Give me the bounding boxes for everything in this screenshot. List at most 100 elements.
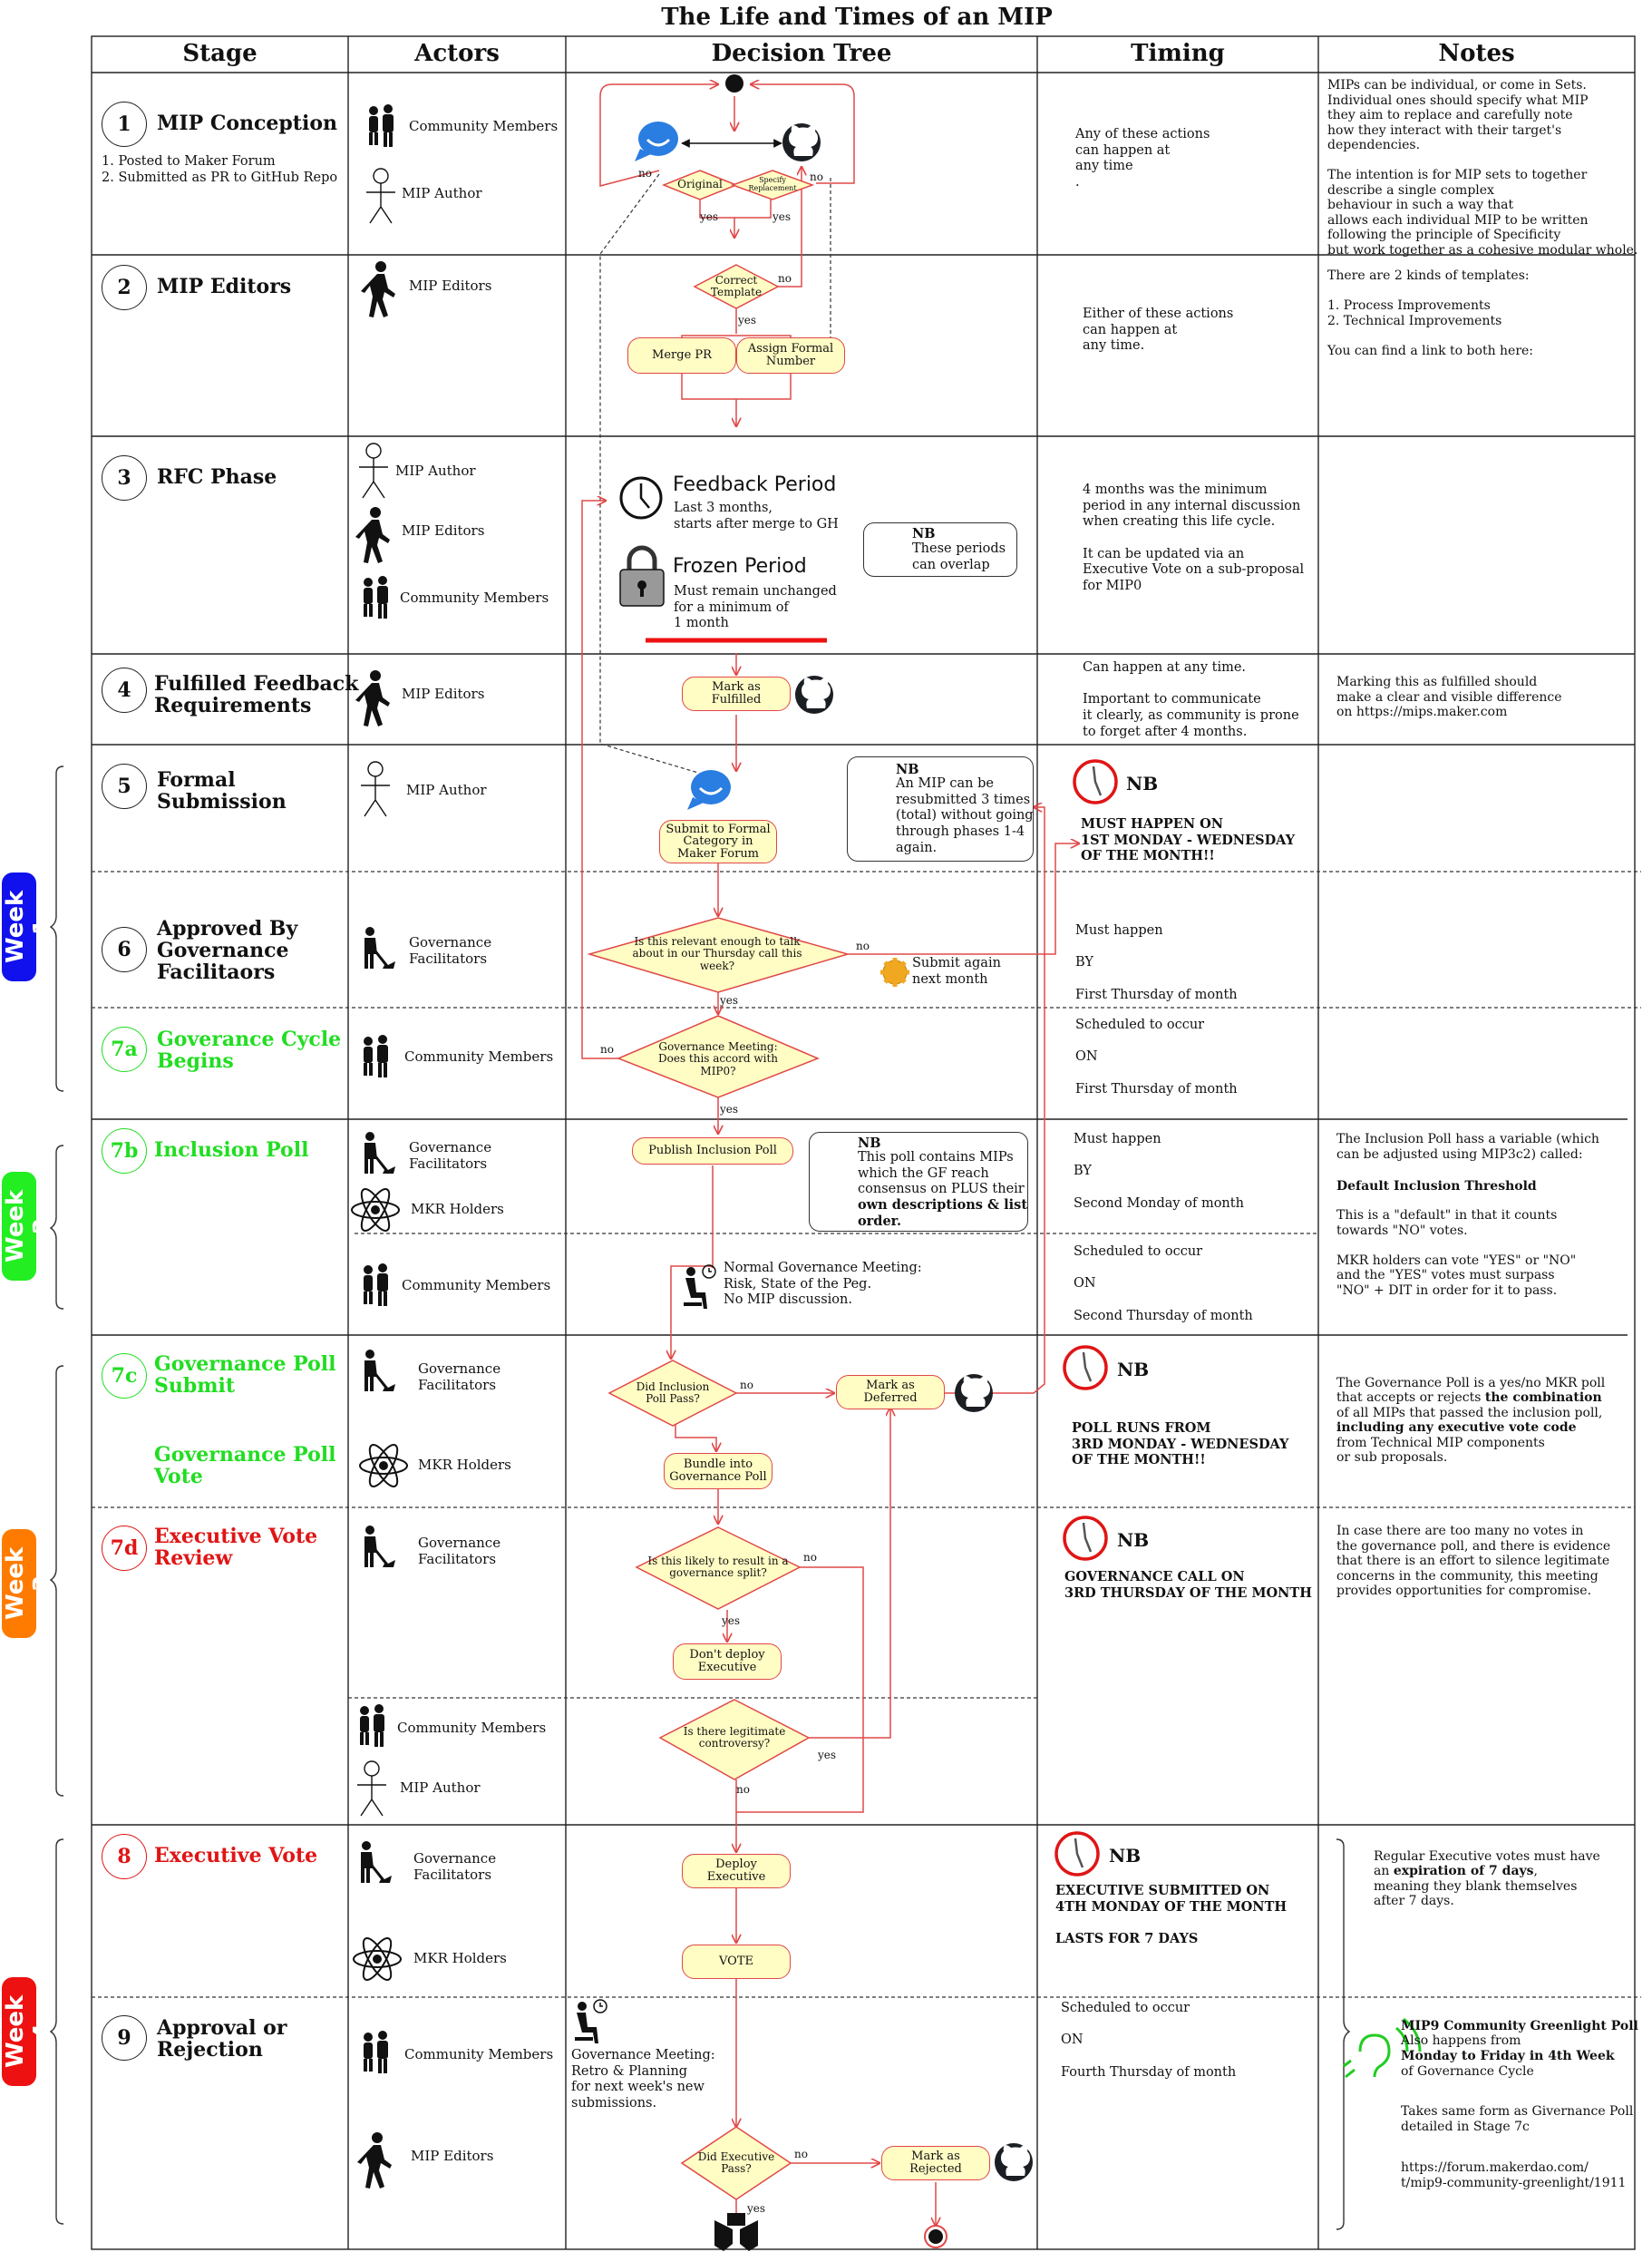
actor-mip-editors: MIP Editors <box>402 686 485 702</box>
yes-label: yes <box>720 994 739 1007</box>
timing-nb: NB <box>1109 1845 1142 1867</box>
timing-text: Scheduled to occur ON Second Thursday of… <box>1074 1244 1253 1323</box>
original-label: Original <box>677 178 723 191</box>
header-timing: Timing <box>1131 40 1225 67</box>
stage-number: 5 <box>102 764 147 809</box>
relevance-label: Is this relevant enough to talk about in… <box>632 935 802 972</box>
stage-number: 1 <box>102 102 147 147</box>
actor-mkr-holders: MKR Holders <box>413 1950 507 1966</box>
frozen-period-title: Frozen Period <box>673 555 807 578</box>
week-2-label: Week 2 <box>2 1172 56 1281</box>
community-icon <box>360 104 394 2073</box>
stage-number: 4 <box>102 668 147 713</box>
actor-facilitators: Governance Facilitators <box>418 1535 501 1568</box>
bundle-node: Bundle into Governance Poll <box>664 1453 773 1489</box>
stage-number: 2 <box>102 265 147 310</box>
stage-number: 7b <box>102 1128 147 1174</box>
no-label: no <box>740 1379 753 1391</box>
actor-community-members: Community Members <box>397 1720 547 1736</box>
header-actors: Actors <box>414 40 500 67</box>
notes-span: from Technical MIP components or sub pro… <box>1336 1435 1545 1466</box>
stage-title: Goverance Cycle Begins <box>157 1028 342 1074</box>
meeting-icon <box>575 1264 716 2043</box>
stage-detail: 1. Posted to Maker Forum 2. Submitted as… <box>102 154 338 185</box>
deploy-node: Deploy Executive <box>682 1854 791 1888</box>
notes-text: This is a "default" in that it counts to… <box>1336 1208 1577 1298</box>
notes-text: MIPs can be individual, or come in Sets.… <box>1327 78 1638 258</box>
feedback-period-text: Last 3 months, starts after merge to GH <box>674 501 839 531</box>
actor-community-members: Community Members <box>404 1048 554 1065</box>
exec-pass-label: Did Executive Pass? <box>697 2150 775 2175</box>
vote-node: VOTE <box>682 1945 791 1979</box>
actor-community-members: Community Members <box>400 590 549 606</box>
notes-bold: including any executive vote code <box>1336 1420 1577 1436</box>
dotted-dividers <box>92 173 1641 1998</box>
notes-text: Also happens from <box>1401 2033 1521 2048</box>
actor-facilitators: Governance Facilitators <box>409 1139 492 1173</box>
no-label: no <box>794 2148 808 2160</box>
clock-icon <box>619 476 663 520</box>
flow-lines <box>581 84 1079 2226</box>
header-stage: Stage <box>182 40 258 67</box>
stick-figure-icon <box>357 168 395 1817</box>
timing-text: Must happen BY First Thursday of month <box>1075 923 1238 1002</box>
no-label: no <box>778 272 792 285</box>
notes-bold: Default Inclusion Threshold <box>1336 1179 1537 1194</box>
merge-pr-node: Merge PR <box>627 337 736 374</box>
notes-bold: MIP9 Community Greenlight Poll <box>1401 2019 1638 2033</box>
stage-title: MIP Editors <box>157 275 292 298</box>
stage-title: MIP Conception <box>157 112 337 135</box>
assign-number-node: Assign Formal Number <box>736 337 845 374</box>
submit-formal-node: Submit to Formal Category in Maker Forum <box>659 820 777 863</box>
poll-nb-bold: own descriptions & list order. <box>858 1197 1028 1229</box>
mark-deferred-node: Mark as Deferred <box>836 1375 945 1409</box>
stage-number: 7c <box>102 1353 147 1399</box>
lock-icon <box>619 545 665 607</box>
controversy-label: Is there legitimate controversy? <box>683 1724 786 1750</box>
notes-bold: expiration of 7 days <box>1393 1864 1534 1879</box>
exec-pass-diamond <box>680 2126 792 2200</box>
actor-mip-author: MIP Author <box>402 185 482 201</box>
timing-text: Either of these actions can happen at an… <box>1083 307 1234 354</box>
stage-number: 6 <box>102 927 147 972</box>
actor-community-members: Community Members <box>402 1277 551 1293</box>
timing-text: MUST HAPPEN ON 1ST MONDAY - WEDNESDAY OF… <box>1081 816 1296 864</box>
nb-label: NB <box>896 762 919 777</box>
nb-label: NB <box>912 526 936 541</box>
frozen-period-text: Must remain unchanged for a minimum of 1… <box>674 584 837 631</box>
actor-mip-editors: MIP Editors <box>411 2148 494 2164</box>
mkr-atom-icon <box>351 1188 408 1981</box>
timing-text: 4 months was the minimum period in any i… <box>1083 483 1305 594</box>
notes-text: https://forum.makerdao.com/ t/mip9-commu… <box>1401 2160 1627 2190</box>
notes-text: of Governance Cycle <box>1401 2064 1534 2079</box>
resubmit-text: An MIP can be resubmitted 3 times (total… <box>896 776 1034 855</box>
no-label: no <box>803 1551 817 1564</box>
actor-mip-author: MIP Author <box>400 1779 481 1796</box>
notes-text: Takes same form as Givernance Poll detai… <box>1401 2104 1634 2134</box>
stage-title: Governance Poll Submit <box>154 1352 336 1399</box>
stage-title: Formal Submission <box>157 768 287 814</box>
notes-text: Marking this as fulfilled should make a … <box>1336 675 1562 720</box>
actor-mip-editors: MIP Editors <box>409 278 492 294</box>
original-diamond <box>661 170 739 200</box>
notes-text: In case there are too many no votes in t… <box>1336 1524 1611 1599</box>
split-diamond <box>635 1526 802 1610</box>
stage-number: 8 <box>102 1834 147 1879</box>
facilitator-icon <box>361 927 395 1883</box>
notes-text: The Inclusion Poll hass a variable (whic… <box>1336 1132 1599 1162</box>
timing-text: GOVERNANCE CALL ON 3RD THURSDAY OF THE M… <box>1064 1569 1312 1601</box>
github-icon-4 <box>995 2143 1033 2181</box>
notes-span: The Governance Poll is a yes/no MKR poll… <box>1336 1375 1606 1406</box>
actor-mip-author: MIP Author <box>406 782 487 798</box>
yes-label: yes <box>700 210 719 223</box>
notes-bold: the combination <box>1484 1390 1602 1406</box>
mip0-label: Governance Meeting: Does this accord wit… <box>658 1040 778 1077</box>
no-label: no <box>810 171 823 183</box>
yes-label: yes <box>722 1614 741 1627</box>
timing-text: Can happen at any time. Important to com… <box>1083 660 1299 739</box>
start-node <box>725 74 743 93</box>
nb-label: NB <box>858 1136 881 1151</box>
timing-nb: NB <box>1117 1359 1150 1380</box>
stage-title: Executive Vote Review <box>154 1525 318 1571</box>
